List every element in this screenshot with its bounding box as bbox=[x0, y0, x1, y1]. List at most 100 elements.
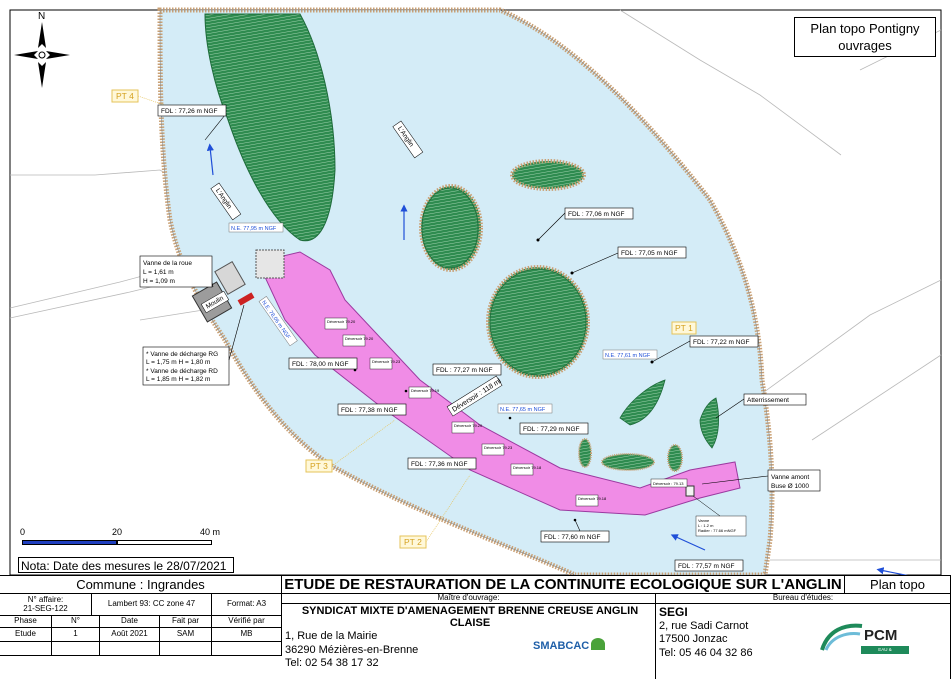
north-arrow-icon bbox=[14, 22, 70, 88]
title-block: Commune : Ingrandes ETUDE DE RESTAURATIO… bbox=[0, 575, 951, 679]
svg-text:Déversoir : 79.13: Déversoir : 79.13 bbox=[653, 481, 684, 486]
svg-text:Vanne: Vanne bbox=[698, 518, 710, 523]
scale-0: 0 bbox=[20, 527, 26, 537]
svg-text:Déversoir 79.18: Déversoir 79.18 bbox=[578, 496, 607, 501]
commune: Commune : Ingrandes bbox=[0, 576, 282, 594]
vanne-roue-label: Vanne de la roue L = 1,61 m H = 1,09 m bbox=[139, 255, 213, 288]
scale-20: 20 bbox=[112, 527, 123, 537]
maitre-tel: Tel: 02 54 38 17 32 bbox=[285, 657, 379, 670]
island-top-right bbox=[510, 159, 586, 191]
project-title: ETUDE DE RESTAURATION DE LA CONTINUITE E… bbox=[282, 576, 845, 594]
affaire-cell: N° affaire: 21-SEG-122 bbox=[0, 594, 92, 616]
pcm-logo: PCM bbox=[864, 627, 898, 644]
bureau-label: Bureau d'études: bbox=[656, 594, 951, 604]
vanne-small-label: Vanne L : 1.2 m Radier : 77.66 mNGF bbox=[695, 515, 747, 537]
svg-text:FDL : 77,06 m NGF: FDL : 77,06 m NGF bbox=[568, 211, 624, 218]
svg-text:Déversoir 79.23: Déversoir 79.23 bbox=[372, 359, 401, 364]
deversoir-labels: Déversoir 79.20 Déversoir 79.20 Déversoi… bbox=[324, 317, 688, 507]
svg-text:Déversoir 79.18: Déversoir 79.18 bbox=[513, 465, 542, 470]
bureau-tel: Tel: 05 46 04 32 86 bbox=[659, 646, 753, 659]
header-fait: Fait par bbox=[160, 616, 212, 628]
islet-5 bbox=[667, 444, 683, 472]
grid-structure bbox=[255, 249, 285, 279]
svg-text:L = 1,85 m H = 1,82 m: L = 1,85 m H = 1,82 m bbox=[146, 376, 210, 383]
svg-text:N.E. 77,65 m NGF: N.E. 77,65 m NGF bbox=[500, 407, 546, 413]
maitre-addr-1: 1, Rue de la Mairie bbox=[285, 630, 378, 643]
svg-text:Vanne de la roue: Vanne de la roue bbox=[143, 260, 192, 267]
island-small-top bbox=[421, 187, 479, 269]
bureau-name: SEGI bbox=[659, 605, 688, 619]
format: Format: A3 bbox=[212, 594, 282, 616]
plan-type: Plan topo bbox=[845, 576, 951, 594]
pcm-logo-sub: EAU & ENVIRONNEMENT bbox=[861, 646, 909, 660]
bureau-addr-1: 2, rue Sadi Carnot bbox=[659, 619, 749, 632]
header-date: Date bbox=[100, 616, 160, 628]
svg-text:Déversoir 79.20: Déversoir 79.20 bbox=[327, 319, 356, 324]
upstream-gate bbox=[685, 485, 695, 497]
scale-40: 40 m bbox=[200, 527, 221, 537]
lambert: Lambert 93: CC zone 47 bbox=[92, 594, 212, 616]
discharge-gate bbox=[237, 292, 255, 306]
row-num: 1 bbox=[52, 628, 100, 642]
svg-text:* Vanne de décharge RD: * Vanne de décharge RD bbox=[146, 368, 218, 375]
islet-3 bbox=[578, 438, 592, 468]
svg-text:L = 1,61 m: L = 1,61 m bbox=[143, 269, 174, 276]
islet-2 bbox=[699, 397, 720, 449]
islet-4 bbox=[601, 453, 655, 471]
fdl-labels: FDL : 77,26 m NGF FDL : 77,06 m NGF FDL … bbox=[157, 104, 759, 572]
svg-text:PT 3: PT 3 bbox=[310, 461, 328, 471]
svg-text:Déversoir 79.23: Déversoir 79.23 bbox=[484, 445, 513, 450]
row-date: Août 2021 bbox=[100, 628, 160, 642]
svg-text:Déversoir 79.20: Déversoir 79.20 bbox=[345, 336, 374, 341]
bureau-block: SEGI 2, rue Sadi Carnot 17500 Jonzac Tel… bbox=[656, 604, 951, 679]
map-title-line1: Plan topo Pontigny bbox=[810, 21, 920, 36]
island-large bbox=[204, 13, 336, 242]
svg-text:Radier : 77.66 mNGF: Radier : 77.66 mNGF bbox=[698, 528, 737, 533]
svg-text:L : 1.2 m: L : 1.2 m bbox=[698, 523, 714, 528]
svg-text:PT 1: PT 1 bbox=[675, 323, 693, 333]
islet-1 bbox=[619, 379, 666, 426]
svg-text:FDL : 77,22 m NGF: FDL : 77,22 m NGF bbox=[693, 339, 749, 346]
pt-labels: PT 4 PT 1 PT 3 PT 2 bbox=[111, 89, 697, 549]
svg-text:* Vanne de décharge RG: * Vanne de décharge RG bbox=[146, 351, 218, 358]
svg-text:N.E. 77,95 m NGF: N.E. 77,95 m NGF bbox=[231, 226, 277, 232]
nota-box: Nota: Date des mesures le 28/07/2021 bbox=[18, 557, 234, 573]
affaire-label: N° affaire: bbox=[27, 595, 64, 605]
north-label: N bbox=[38, 11, 45, 22]
svg-text:Vanne amont: Vanne amont bbox=[771, 474, 809, 481]
header-phase: Phase bbox=[0, 616, 52, 628]
svg-text:N.E. 77,61 m NGF: N.E. 77,61 m NGF bbox=[605, 353, 651, 359]
row-verifie: MB bbox=[212, 628, 282, 642]
map-title-box: Plan topo Pontigny ouvrages bbox=[794, 17, 936, 57]
row-fait: SAM bbox=[160, 628, 212, 642]
svg-text:FDL : 77,36 m NGF: FDL : 77,36 m NGF bbox=[411, 461, 467, 468]
svg-text:PT 2: PT 2 bbox=[404, 537, 422, 547]
affaire-value: 21-SEG-122 bbox=[23, 603, 68, 613]
svg-text:L = 1,75 m H = 1,80 m: L = 1,75 m H = 1,80 m bbox=[146, 359, 210, 366]
svg-text:FDL : 77,26 m NGF: FDL : 77,26 m NGF bbox=[161, 108, 217, 115]
svg-text:H = 1,09 m: H = 1,09 m bbox=[143, 278, 175, 285]
row-phase: Etude bbox=[0, 628, 52, 642]
vanne-amont-label: Vanne amont Buse Ø 1000 bbox=[767, 469, 821, 492]
header-verifie: Vérifié par bbox=[212, 616, 282, 628]
svg-text:FDL : 77,60 m NGF: FDL : 77,60 m NGF bbox=[544, 534, 600, 541]
flow-arrows bbox=[206, 143, 921, 579]
maitre-label: Maître d'ouvrage: bbox=[282, 594, 656, 604]
map-title-line2: ouvrages bbox=[838, 38, 892, 53]
svg-text:FDL : 77,05 m NGF: FDL : 77,05 m NGF bbox=[621, 250, 677, 257]
svg-text:FDL : 77,29 m NGF: FDL : 77,29 m NGF bbox=[523, 426, 579, 433]
svg-text:PT 4: PT 4 bbox=[116, 91, 134, 101]
svg-text:FDL : 77,57 m NGF: FDL : 77,57 m NGF bbox=[678, 563, 734, 570]
svg-text:Déversoir 79.19: Déversoir 79.19 bbox=[411, 388, 440, 393]
header-num: N° bbox=[52, 616, 100, 628]
pcm-swoosh-icon bbox=[820, 623, 863, 651]
smabcac-logo: SMABCAC bbox=[533, 638, 606, 652]
vanne-decharge-label: * Vanne de décharge RG L = 1,75 m H = 1,… bbox=[142, 346, 230, 386]
scale-bar: 0 20 40 m bbox=[20, 527, 220, 551]
svg-text:Buse Ø 1000: Buse Ø 1000 bbox=[771, 483, 809, 490]
maitre-block: SYNDICAT MIXTE D'AMENAGEMENT BRENNE CREU… bbox=[282, 604, 656, 679]
svg-text:Déversoir 79.20: Déversoir 79.20 bbox=[454, 423, 483, 428]
wheel-gate bbox=[214, 261, 246, 295]
bureau-addr-2: 17500 Jonzac bbox=[659, 633, 728, 646]
